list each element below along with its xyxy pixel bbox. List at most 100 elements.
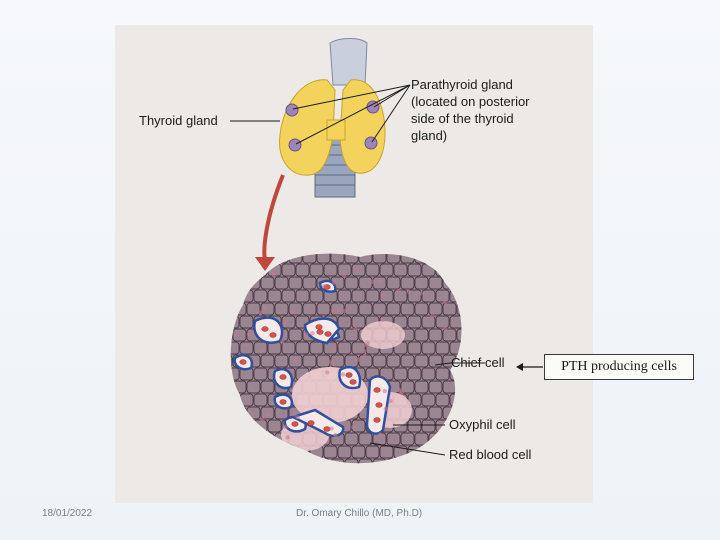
- chief-cell: [344, 328, 359, 342]
- chief-cell: [344, 458, 359, 464]
- chief-cell: [372, 253, 387, 264]
- cell-nucleus: [351, 424, 356, 430]
- slide-date: 18/01/2022: [42, 508, 93, 519]
- textbook-scan: Parathyroid gland (located on posterior …: [115, 25, 593, 503]
- red-blood-cell: [373, 417, 381, 423]
- parathyroid-label-line3: side of the thyroid: [411, 111, 514, 126]
- cell-nucleus: [331, 280, 337, 285]
- chief-cell: [323, 445, 338, 459]
- chief-cell: [372, 458, 387, 464]
- chief-cell: [323, 341, 338, 355]
- chief-cell: [351, 289, 366, 303]
- cell-nucleus: [310, 331, 315, 336]
- chief-cell: [365, 263, 380, 277]
- chief-cell: [407, 419, 422, 433]
- chief-cell: [295, 263, 310, 277]
- chief-cell: [330, 253, 345, 264]
- chief-cell: [239, 341, 254, 355]
- thyroid-gland-label: Thyroid gland: [139, 113, 218, 128]
- chief-cell: [386, 276, 401, 290]
- red-blood-cell: [239, 359, 247, 365]
- chief-cell: [267, 289, 282, 303]
- cell-nucleus: [365, 341, 370, 346]
- cell-nucleus: [380, 317, 385, 322]
- chief-cell: [407, 315, 422, 329]
- chief-cell: [246, 302, 261, 316]
- thyroid-illustration: [230, 38, 411, 198]
- chief-cell: [428, 380, 443, 394]
- chief-cell: [302, 302, 317, 316]
- chief-cell: [435, 341, 450, 355]
- chief-cell: [358, 253, 373, 264]
- chief-cell: [435, 367, 450, 381]
- chief-cell: [302, 276, 317, 290]
- chief-cell: [393, 263, 408, 277]
- cell-nucleus: [283, 424, 288, 430]
- cell-nucleus: [356, 357, 361, 363]
- chief-cell: [337, 445, 352, 459]
- cell-nucleus: [280, 339, 285, 344]
- cell-nucleus: [294, 358, 299, 363]
- chief-cell: [428, 406, 443, 420]
- chief-cell: [337, 341, 352, 355]
- cell-nucleus: [442, 326, 448, 331]
- chief-cell: [449, 315, 462, 329]
- chief-cell: [309, 289, 324, 303]
- chief-cell: [323, 263, 338, 277]
- parathyroid-label-line2: (located on posterior: [411, 94, 530, 109]
- cell-nucleus: [336, 308, 341, 314]
- cell-nucleus: [292, 412, 297, 417]
- chief-cell: [442, 302, 457, 316]
- chief-cell: [372, 354, 387, 368]
- chief-cell: [260, 302, 275, 316]
- chief-cell: [421, 289, 436, 303]
- red-blood-cell-label: Red blood cell: [449, 447, 531, 462]
- chief-cell: [428, 302, 443, 316]
- cell-nucleus: [430, 314, 435, 319]
- cell-nucleus: [330, 308, 336, 313]
- chief-cell: [400, 432, 415, 446]
- cell-nucleus: [285, 435, 290, 440]
- chief-cell: [253, 367, 268, 381]
- chief-cell: [372, 302, 387, 316]
- chief-cell: [274, 354, 289, 368]
- red-blood-cell: [345, 372, 353, 378]
- cell-nucleus: [325, 370, 330, 375]
- chief-cell: [386, 354, 401, 368]
- chief-cell: [414, 302, 429, 316]
- chief-cell: [288, 302, 303, 316]
- chief-cell: [407, 367, 422, 381]
- chief-cell: [344, 253, 359, 264]
- cell-nucleus: [406, 289, 412, 294]
- chief-cell: [435, 289, 450, 303]
- chief-cell: [400, 302, 415, 316]
- cell-nucleus: [295, 415, 300, 420]
- thyroid-isthmus: [326, 119, 346, 141]
- chief-cell: [351, 315, 366, 329]
- chief-cell: [386, 302, 401, 316]
- cell-nucleus: [262, 306, 268, 311]
- chief-cell: [309, 263, 324, 277]
- chief-cell: [400, 380, 415, 394]
- chief-cell: [337, 315, 352, 329]
- red-blood-cell: [324, 331, 332, 337]
- cell-nucleus: [332, 348, 337, 353]
- chief-cell: [281, 341, 296, 355]
- chief-cell: [330, 458, 345, 464]
- chief-cell-label: Chief cell: [451, 355, 505, 370]
- red-blood-cell: [315, 324, 323, 330]
- cell-nucleus: [340, 372, 346, 377]
- chief-cell: [316, 253, 331, 264]
- cell-nucleus: [304, 332, 309, 337]
- cell-nucleus: [234, 333, 239, 338]
- parathyroid-diagram: Parathyroid gland (located on posterior …: [139, 38, 575, 464]
- chief-cell: [407, 263, 422, 277]
- chief-cell: [246, 380, 261, 394]
- red-blood-cell: [279, 399, 287, 405]
- chief-cell: [253, 289, 268, 303]
- chief-cell: [386, 432, 401, 446]
- parathyroid-label-line1: Parathyroid gland: [411, 77, 513, 92]
- chief-cell: [393, 367, 408, 381]
- chief-cell: [281, 315, 296, 329]
- cell-nucleus: [377, 277, 382, 283]
